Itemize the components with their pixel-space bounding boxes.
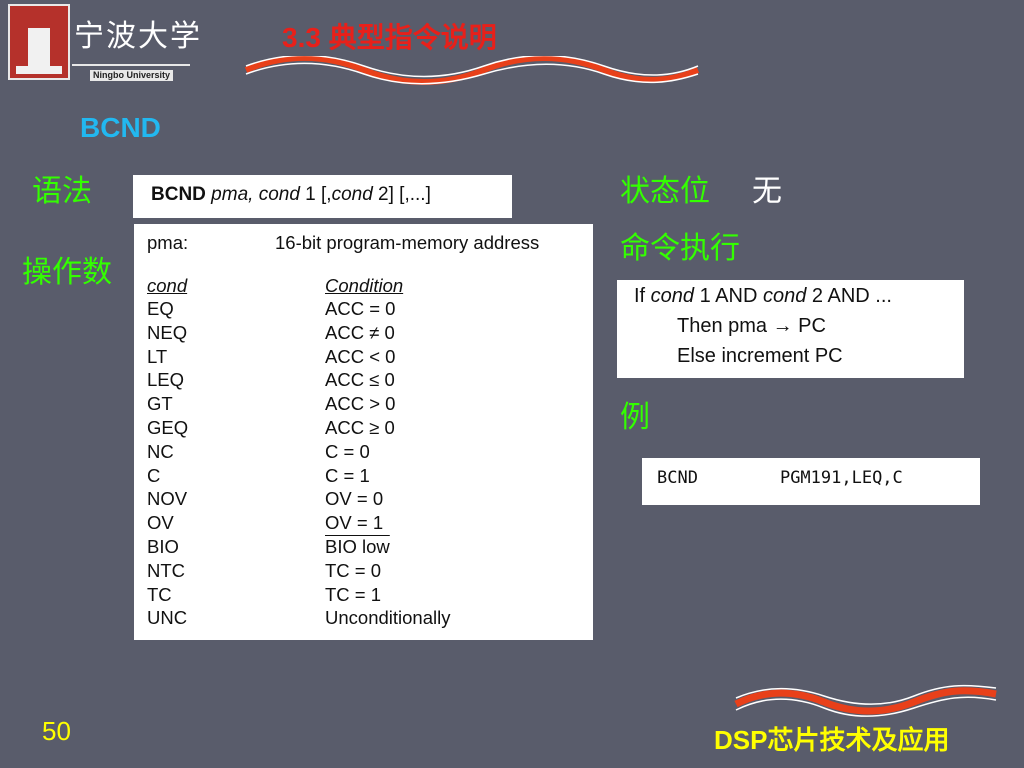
example-operands: PGM191,LEQ,C	[779, 468, 903, 488]
table-row: GT ACC > 0	[147, 395, 587, 419]
execution-line-3: Else increment PC	[677, 345, 843, 367]
syntax-box: BCND pma, cond 1 [,cond 2] [,...]	[133, 175, 512, 218]
example-mnemonic: BCND	[657, 468, 698, 488]
condition-text: C = 0	[325, 440, 370, 462]
university-seal-icon	[8, 4, 70, 80]
university-name-cn: 宁波大学	[74, 19, 202, 54]
syntax-text: BCND pma, cond 1 [,cond 2] [,...]	[151, 184, 431, 205]
condition-text: Unconditionally	[325, 607, 451, 629]
condition-text: TC = 0	[325, 559, 382, 581]
page-number: 50	[42, 716, 71, 746]
cond-code: BIO	[147, 536, 179, 557]
condition-text: ACC ≥ 0	[325, 417, 395, 438]
condition-text: ACC ≠ 0	[325, 321, 395, 343]
table-row: BIO BIO low	[147, 536, 587, 562]
instruction-heading: BCND	[80, 112, 161, 143]
condition-text: OV = 0	[325, 488, 384, 510]
condition-text: ACC = 0	[325, 298, 396, 319]
university-logo: 宁波大学 Ningbo University	[8, 4, 200, 86]
condition-text: TC = 1	[325, 583, 382, 605]
status-bits-label: 状态位	[620, 174, 710, 209]
cond-code: C	[147, 464, 161, 486]
condition-text: BIO low	[325, 536, 390, 557]
status-bits-value: 无	[752, 174, 782, 209]
example-box: BCND PGM191,LEQ,C	[642, 458, 980, 505]
pma-name: pma:	[147, 232, 189, 253]
cond-code: NOV	[147, 488, 188, 510]
table-row: LT ACC < 0	[147, 345, 587, 372]
example-code: BCND PGM191,LEQ,C	[657, 468, 903, 488]
table-row: C C = 1	[147, 464, 587, 491]
pma-description: 16-bit program-memory address	[275, 232, 540, 253]
condition-text: ACC > 0	[325, 393, 396, 415]
table-row: NOV OV = 0	[147, 490, 587, 514]
syntax-label: 语法	[32, 174, 92, 209]
table-row: UNC Unconditionally	[147, 609, 587, 633]
table-row: NEQ ACC ≠ 0	[147, 321, 587, 348]
cond-code: GEQ	[147, 417, 189, 438]
cond-code: TC	[147, 583, 172, 605]
cond-code: EQ	[147, 298, 174, 319]
table-row: TC TC = 1	[147, 583, 587, 610]
footer-wave-icon	[734, 684, 997, 717]
operands-table: pma: 16-bit program-memory address cond …	[134, 224, 593, 640]
university-name-en: Ningbo University	[90, 70, 174, 81]
condition-column-header: Condition	[325, 275, 404, 296]
table-row: GEQ ACC ≥ 0	[147, 417, 587, 443]
cond-code: NC	[147, 440, 174, 462]
course-title: DSP芯片技术及应用	[714, 725, 950, 755]
example-label: 例	[620, 400, 650, 435]
condition-text: OV = 1	[325, 512, 384, 534]
table-row: OV OV = 1	[147, 514, 587, 538]
table-row: LEQ ACC ≤ 0	[147, 371, 587, 395]
execution-line-1: If cond 1 AND cond 2 AND ...	[634, 285, 892, 307]
condition-text: C = 1	[325, 464, 370, 486]
table-row: NTC TC = 0	[147, 559, 587, 586]
execution-label: 命令执行	[620, 231, 740, 266]
condition-text: ACC < 0	[325, 345, 396, 367]
cond-code: NTC	[147, 559, 186, 581]
slide-title: 3.3 典型指令说明	[282, 22, 497, 53]
table-row: NC C = 0	[147, 440, 587, 467]
execution-line-2: Then pma → PC	[677, 315, 826, 337]
cond-code: NEQ	[147, 321, 188, 343]
cond-column-header: cond	[147, 275, 188, 296]
table-row: EQ ACC = 0	[147, 298, 587, 324]
execution-box: If cond 1 AND cond 2 AND ... Then pma → …	[617, 280, 964, 378]
condition-text: ACC ≤ 0	[325, 369, 395, 391]
cond-code: LEQ	[147, 369, 185, 391]
cond-code: OV	[147, 512, 174, 534]
header-wave-icon	[244, 56, 700, 85]
cond-code: LT	[147, 345, 168, 367]
cond-code: GT	[147, 393, 173, 415]
cond-code: UNC	[147, 607, 188, 629]
operands-label: 操作数	[22, 255, 112, 290]
